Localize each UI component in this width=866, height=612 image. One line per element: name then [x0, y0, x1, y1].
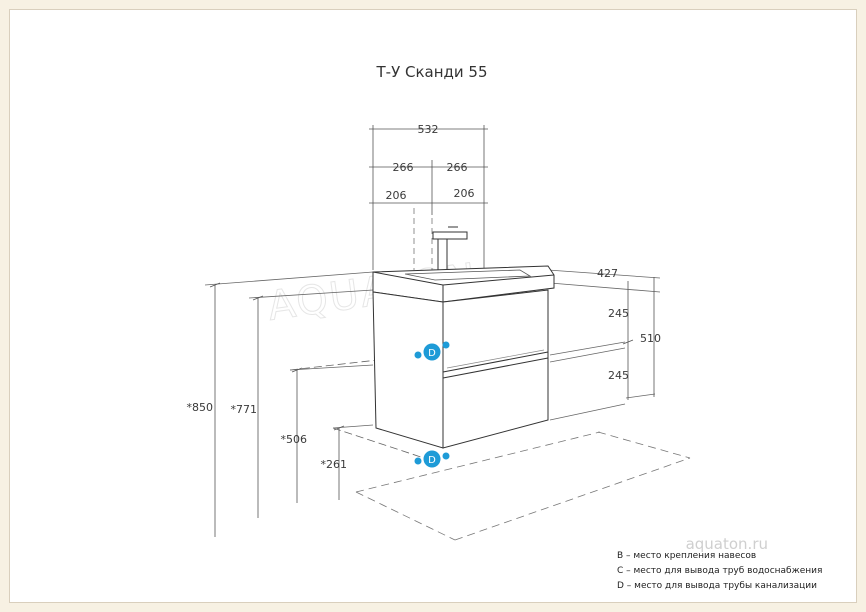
- right-dimension-lines: [622, 277, 655, 400]
- dim-height-261: *261: [321, 458, 348, 471]
- legend-item-c: C – место для вывода труб водоснабжения: [617, 566, 822, 576]
- dim-lower-height: 245: [608, 369, 629, 382]
- floor-outline: [355, 431, 691, 541]
- wall-dashed: [289, 353, 431, 461]
- top-dimension-lines: [369, 125, 488, 270]
- drain-marker-upper-label: D: [428, 348, 436, 359]
- dim-height-771: *771: [231, 403, 258, 416]
- dim-upper-height: 245: [608, 307, 629, 320]
- legend-item-d: D – место для вывода трубы канализации: [617, 581, 817, 591]
- cabinet: [372, 265, 555, 449]
- drain-marker-upper: D: [414, 341, 450, 361]
- drawing-title: Т-У Сканди 55: [376, 63, 488, 81]
- dim-depth: 427: [597, 267, 618, 280]
- center-guides: [413, 208, 433, 270]
- dim-total-width: 532: [418, 123, 439, 136]
- drain-marker-lower: D: [414, 450, 450, 468]
- drain-marker-lower-label: D: [428, 455, 436, 466]
- dim-offset-left: 206: [386, 189, 407, 202]
- dim-height-506: *506: [281, 433, 308, 446]
- dim-height-850: *850: [187, 401, 214, 414]
- dim-body-height: 510: [640, 332, 661, 345]
- dim-offset-right: 206: [454, 187, 475, 200]
- legend-item-b: B – место крепления навесов: [617, 551, 756, 561]
- dim-half-left: 266: [393, 161, 414, 174]
- height-dimension-lines: [209, 282, 345, 537]
- dim-half-right: 266: [447, 161, 468, 174]
- watermark-site: aquaton.ru: [686, 535, 768, 553]
